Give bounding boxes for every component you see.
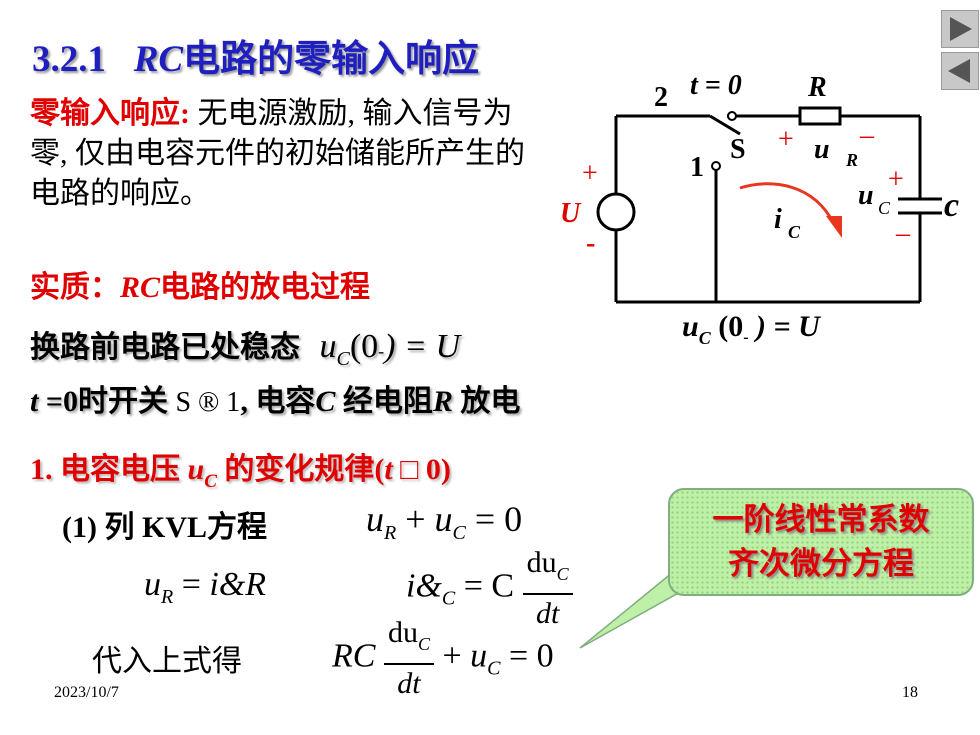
svg-text:U: U [560, 198, 582, 229]
page-number: 18 [902, 684, 918, 701]
svg-text:+: + [888, 164, 904, 195]
steady-state-text: 换路前电路已处稳态 [30, 331, 300, 364]
essence-rc: RC [120, 271, 161, 304]
callout-line1: 一阶线性常系数 [712, 502, 930, 537]
essence-line: 实质：RC电路的放电过程 [30, 262, 370, 306]
current-arrow-icon [739, 182, 836, 225]
resistor-icon [798, 106, 842, 126]
svg-text:1: 1 [690, 152, 704, 183]
play-right-icon [950, 17, 972, 41]
switch-symbol: S ® 1 [175, 387, 241, 418]
circuit-caption: uC (0- ) = U [682, 310, 820, 348]
svg-text:C: C [878, 198, 891, 218]
essence-head: 实质： [30, 271, 120, 304]
kvl-label: (1) 列 KVL方程 [62, 511, 267, 544]
svg-text:c: c [944, 187, 959, 224]
svg-text:+: + [582, 158, 598, 189]
svg-text:–: – [895, 218, 911, 249]
definition-head: 零输入响应: [30, 97, 190, 130]
definition-paragraph: 零输入响应: 无电源激励, 输入信号为零, 仅由电容元件的初始储能所产生的电路的… [30, 94, 530, 214]
kvl-equation: uR + uC = 0 [366, 499, 523, 544]
play-left-icon [948, 59, 970, 83]
svg-text:–: – [859, 120, 875, 151]
svg-text:R: R [807, 72, 827, 103]
voltage-source-icon [596, 192, 636, 232]
title-rc: RC [133, 39, 184, 80]
rc-circuit-diagram: 2 t = 0 R S 1 + – u R + U - i C + u C – … [560, 70, 959, 304]
callout-line2: 齐次微分方程 [728, 546, 914, 581]
svg-text:u: u [814, 134, 830, 165]
callout-box: 一阶线性常系数 齐次微分方程 [668, 488, 974, 596]
slide-date: 2023/10/7 [54, 684, 119, 701]
ur-equation: uR = i&R [144, 566, 267, 608]
svg-text:t = 0: t = 0 [690, 70, 742, 101]
steady-state-line: 换路前电路已处稳态 uC(0-) = U [30, 322, 460, 371]
svg-text:R: R [845, 150, 858, 170]
substitute-label: 代入上式得 [92, 645, 242, 678]
switch-t: t [30, 385, 39, 418]
svg-text:i: i [774, 204, 782, 235]
next-slide-button[interactable] [941, 10, 979, 48]
prev-slide-button[interactable] [941, 52, 979, 90]
svg-text:-: - [586, 228, 595, 259]
svg-text:2: 2 [654, 82, 668, 113]
title-text: 电路的零输入响应 [183, 39, 480, 80]
switch-text: =0时开关 [38, 385, 168, 418]
svg-text:+: + [778, 124, 794, 155]
svg-text:S: S [730, 134, 746, 165]
title-number: 3.2.1 [32, 39, 106, 80]
section-heading: 1. 电容电压 uC 的变化规律(t □ 0) [30, 453, 451, 492]
uc0-equation: uC(0-) = U [319, 328, 461, 370]
switch-line: t =0时开关 S ® 1, 电容C 经电阻R 放电 [30, 385, 521, 418]
definition-body: 无电源激励, 输入信号为零, 仅由电容元件的初始储能所产生的电路的响应。 [30, 97, 525, 210]
essence-text: 电路的放电过程 [160, 271, 371, 304]
svg-text:C: C [788, 222, 801, 242]
slide-title: 3.2.1 RC电路的零输入响应 [32, 28, 479, 82]
svg-text:u: u [858, 180, 874, 211]
